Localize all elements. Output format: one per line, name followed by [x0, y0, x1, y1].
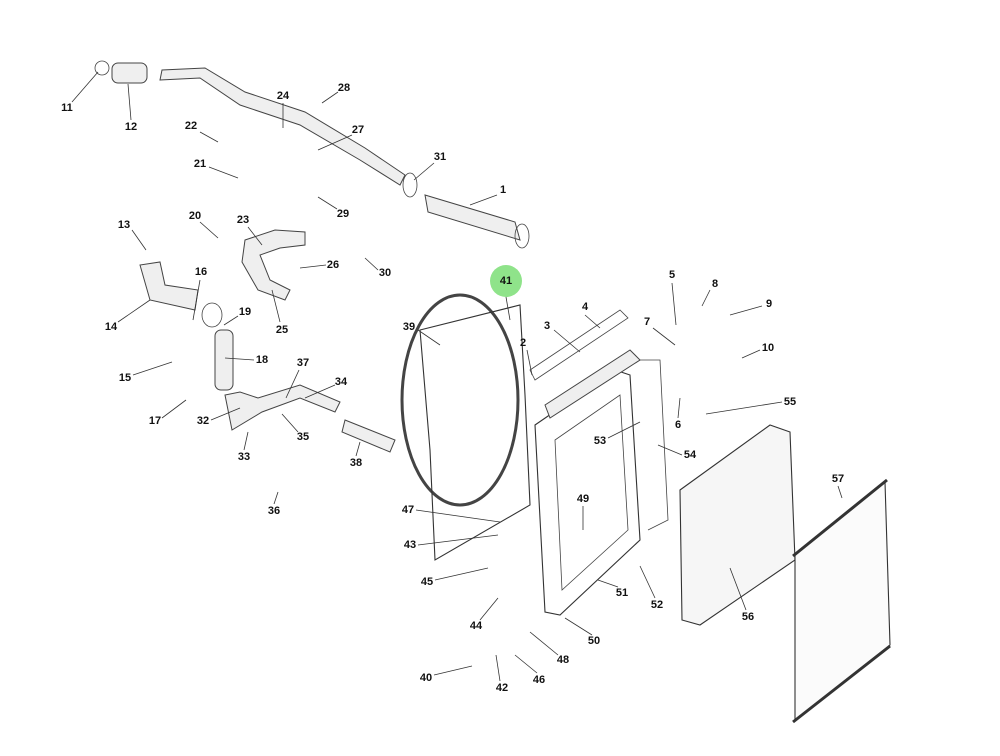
part-label-52[interactable]: 52: [651, 599, 663, 611]
part-label-36[interactable]: 36: [268, 505, 280, 517]
part-label-44[interactable]: 44: [470, 620, 483, 632]
part-label-55[interactable]: 55: [784, 396, 796, 408]
part-label-7[interactable]: 7: [644, 316, 650, 328]
part-label-53[interactable]: 53: [594, 435, 606, 447]
clamp-19: [201, 302, 223, 328]
part-label-30[interactable]: 30: [379, 267, 391, 279]
pipe-18: [214, 329, 234, 391]
radiator-core-49: [554, 394, 629, 591]
part-label-14[interactable]: 14: [105, 321, 118, 333]
part-label-49[interactable]: 49: [577, 493, 589, 505]
pipe-23-25: [241, 229, 306, 301]
top-tank-3: [544, 349, 641, 419]
part-label-46[interactable]: 46: [533, 674, 545, 686]
shroud-41: [419, 304, 531, 561]
bellows-1: [424, 194, 521, 241]
part-label-15[interactable]: 15: [119, 372, 131, 384]
part-label-3[interactable]: 3: [544, 320, 550, 332]
part-label-35[interactable]: 35: [297, 431, 309, 443]
part-label-56[interactable]: 56: [742, 611, 754, 623]
part-labels: 1 2 3 4 5 6 7 8 9 10 11 12 13 14 15 16 1…: [61, 82, 844, 694]
part-label-26[interactable]: 26: [327, 259, 339, 271]
part-label-32[interactable]: 32: [197, 415, 209, 427]
part-label-38[interactable]: 38: [350, 457, 362, 469]
part-label-11[interactable]: 11: [61, 102, 73, 114]
bracket-54: [638, 359, 669, 531]
part-label-51[interactable]: 51: [616, 587, 628, 599]
hose-38: [341, 419, 396, 453]
part-label-40[interactable]: 40: [420, 672, 432, 684]
curtain-rod-bottom: [792, 644, 891, 724]
part-label-25[interactable]: 25: [276, 324, 288, 336]
part-label-34[interactable]: 34: [335, 376, 348, 388]
part-label-17[interactable]: 17: [149, 415, 161, 427]
part-label-45[interactable]: 45: [421, 576, 433, 588]
part-label-20[interactable]: 20: [189, 210, 201, 222]
part-label-9[interactable]: 9: [766, 298, 772, 310]
clamp-1: [514, 223, 530, 249]
intercooler-56: [679, 424, 796, 626]
part-label-33[interactable]: 33: [238, 451, 250, 463]
part-label-13[interactable]: 13: [118, 219, 130, 231]
part-label-57[interactable]: 57: [832, 473, 844, 485]
part-label-27[interactable]: 27: [352, 124, 364, 136]
highlight-marker-41[interactable]: [490, 265, 522, 297]
part-label-6[interactable]: 6: [675, 419, 681, 431]
part-label-31[interactable]: 31: [434, 151, 446, 163]
part-label-47[interactable]: 47: [402, 504, 414, 516]
part-label-21[interactable]: 21: [194, 158, 206, 170]
part-label-4[interactable]: 4: [582, 301, 589, 313]
part-label-8[interactable]: 8: [712, 278, 718, 290]
part-label-1[interactable]: 1: [500, 184, 506, 196]
part-label-39[interactable]: 39: [403, 321, 415, 333]
part-label-54[interactable]: 54: [684, 449, 697, 461]
part-label-19[interactable]: 19: [239, 306, 251, 318]
part-label-43[interactable]: 43: [404, 539, 416, 551]
pipe-37: [224, 384, 341, 431]
parts-drawing: [94, 60, 891, 724]
part-label-24[interactable]: 24: [277, 90, 290, 102]
bracket-4: [529, 309, 629, 381]
hose-12: [111, 62, 148, 84]
part-label-29[interactable]: 29: [337, 208, 349, 220]
part-label-42[interactable]: 42: [496, 682, 508, 694]
clamp-31: [402, 172, 418, 198]
part-label-23[interactable]: 23: [237, 214, 249, 226]
pipe-14: [139, 261, 199, 311]
part-label-37[interactable]: 37: [297, 357, 309, 369]
part-label-10[interactable]: 10: [762, 342, 774, 354]
part-label-48[interactable]: 48: [557, 654, 569, 666]
part-label-50[interactable]: 50: [588, 635, 600, 647]
part-label-41[interactable]: 41: [500, 275, 512, 287]
leader-lines: [71, 71, 843, 682]
part-label-16[interactable]: 16: [195, 266, 207, 278]
part-label-5[interactable]: 5: [669, 269, 675, 281]
part-label-12[interactable]: 12: [125, 121, 137, 133]
fan-ring-39: [400, 293, 520, 507]
part-label-28[interactable]: 28: [338, 82, 350, 94]
part-label-2[interactable]: 2: [520, 337, 526, 349]
curtain-rod-top: [792, 478, 888, 558]
upper-pipe-24: [159, 67, 406, 186]
clamp-11: [94, 60, 110, 76]
part-label-22[interactable]: 22: [185, 120, 197, 132]
part-label-18[interactable]: 18: [256, 354, 268, 366]
